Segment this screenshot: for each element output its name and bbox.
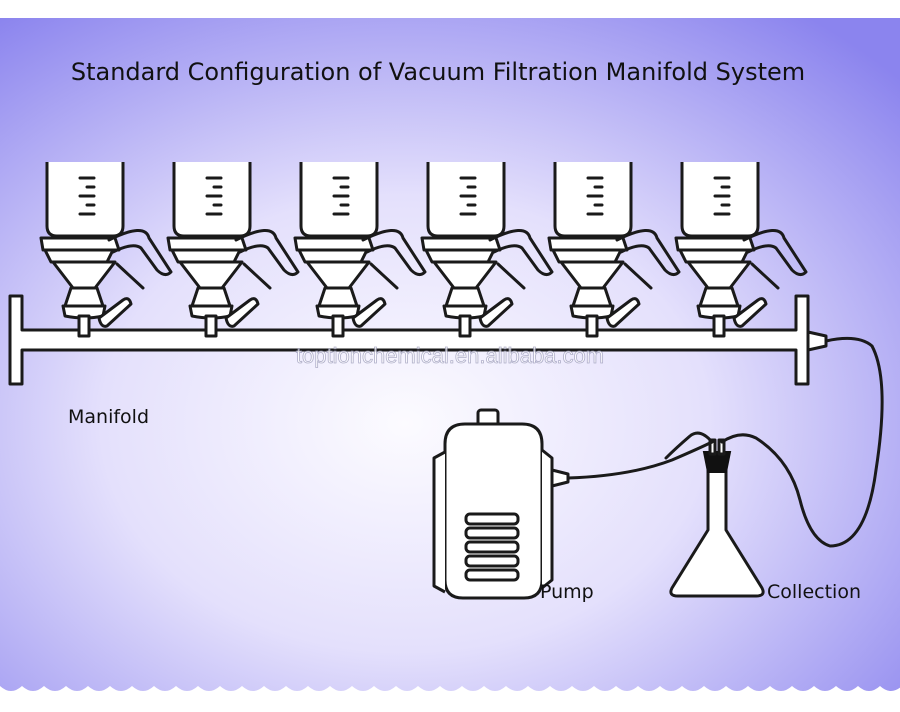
vacuum-tubing [566,336,884,548]
watermark: toptionchemical.en.alibaba.com [296,343,604,368]
collection-label: Collection [767,581,861,603]
manifold [8,294,828,386]
manifold-label: Manifold [68,406,149,428]
diagram-title: Standard Configuration of Vacuum Filtrat… [71,58,805,86]
vacuum-pump [432,408,570,600]
scalloped-edge [0,686,900,712]
pump-label: Pump [540,581,594,603]
collection-flask [669,438,765,598]
